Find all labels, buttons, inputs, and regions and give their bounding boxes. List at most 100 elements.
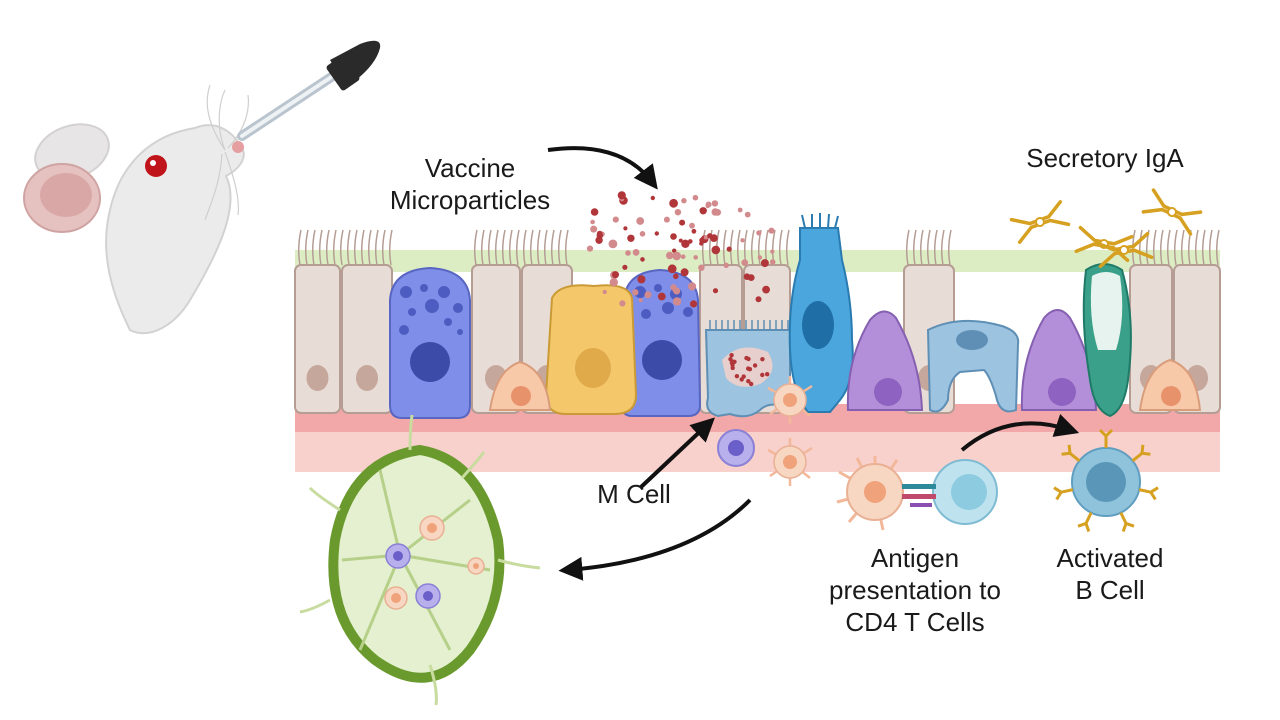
- macrophage-icon: [415, 583, 441, 609]
- microparticle: [623, 226, 628, 231]
- arrow-to-b-cell: [960, 414, 1080, 452]
- antibody-icon: [1009, 200, 1071, 244]
- goblet-cell: [620, 268, 702, 417]
- microparticle: [650, 195, 655, 201]
- macrophage-icon: [385, 543, 411, 569]
- microparticle: [707, 233, 713, 239]
- microparticle: [640, 257, 645, 262]
- microparticle: [705, 203, 710, 209]
- microparticle: [681, 239, 690, 248]
- secretory-iga-antibodies: [1009, 188, 1203, 269]
- microparticle: [672, 286, 679, 294]
- microparticle: [638, 298, 643, 303]
- microparticle: [672, 297, 682, 306]
- microparticle: [590, 225, 598, 233]
- microparticle: [698, 264, 705, 271]
- dendritic-cell-icon: [419, 515, 445, 541]
- microparticle: [596, 230, 603, 237]
- microparticle: [691, 228, 697, 234]
- microparticle: [689, 222, 695, 229]
- microparticle: [747, 274, 755, 281]
- microparticle: [670, 233, 677, 240]
- microparticle: [654, 231, 659, 236]
- microparticle: [609, 278, 618, 287]
- m-cell-label: M Cell: [597, 479, 671, 509]
- microparticle: [666, 251, 674, 260]
- transcytosis-cell: [1082, 263, 1132, 418]
- microparticle: [744, 211, 751, 218]
- macrophage-icon: [717, 429, 755, 467]
- microparticle: [608, 239, 618, 249]
- microparticle: [755, 296, 762, 303]
- enteroendocrine-cell: [846, 310, 924, 411]
- microparticle: [711, 200, 719, 207]
- microparticle: [756, 230, 762, 236]
- dendritic-cell-icon: [767, 376, 813, 424]
- microparticle: [667, 264, 677, 274]
- dropper-icon: [237, 40, 381, 141]
- enterocyte: [294, 264, 341, 414]
- nucleus: [356, 365, 378, 391]
- dendritic-cell-icon: [384, 586, 408, 610]
- microparticle: [617, 191, 626, 200]
- vaccine-microparticles-label: Vaccine Microparticles: [389, 153, 551, 215]
- microparticle: [637, 275, 646, 284]
- microparticle: [612, 271, 619, 279]
- microparticle: [639, 231, 646, 237]
- arrow-particles-to-epithelium: [547, 146, 658, 190]
- dendritic-cell-icon: [767, 438, 813, 486]
- goblet-cell: [389, 266, 471, 419]
- microparticle: [644, 291, 652, 299]
- microparticle: [590, 208, 599, 216]
- microparticle: [680, 254, 686, 259]
- microparticle: [737, 207, 743, 213]
- antigen-presentation-label: Antigen presentation to CD4 T Cells: [828, 543, 1001, 637]
- microparticle: [711, 208, 719, 216]
- t-cell-icon: [932, 459, 998, 525]
- activated-b-cell-label: Activated B Cell: [1056, 543, 1164, 605]
- mouse-icon: [23, 84, 250, 335]
- microparticle: [602, 289, 607, 295]
- microparticle: [726, 246, 732, 252]
- microparticle: [681, 198, 687, 204]
- microparticle: [741, 259, 749, 266]
- microparticle: [688, 282, 697, 291]
- microparticle: [627, 234, 635, 242]
- microparticle: [692, 194, 699, 201]
- antibody-icon: [1141, 188, 1203, 236]
- microparticle: [757, 255, 763, 260]
- nucleus: [306, 365, 329, 391]
- microparticle: [699, 207, 707, 215]
- microparticle: [632, 289, 639, 296]
- microparticle: [770, 249, 775, 254]
- microparticle: [625, 250, 631, 256]
- microparticle: [636, 217, 645, 225]
- microparticle: [672, 248, 677, 253]
- microparticle: [690, 300, 698, 308]
- microparticle: [680, 268, 689, 277]
- microparticle: [622, 264, 628, 270]
- microparticle: [769, 259, 776, 265]
- mhc-tcr-complex: [902, 484, 936, 507]
- microparticle: [674, 209, 682, 216]
- paneth-cell: [544, 284, 638, 415]
- microparticle: [632, 249, 640, 256]
- microparticle: [693, 255, 698, 260]
- microparticle: [619, 300, 626, 307]
- microparticle: [760, 259, 769, 268]
- microparticle: [586, 245, 594, 252]
- microparticle: [723, 262, 729, 268]
- antibody-icon: [1094, 231, 1154, 269]
- microparticle: [711, 245, 721, 255]
- stem-cell: [1138, 358, 1202, 411]
- secretory-iga-label: Secretory IgA: [1026, 143, 1184, 173]
- microparticle: [590, 219, 595, 225]
- arrow-to-m-cell: [638, 417, 715, 490]
- microparticle: [657, 292, 666, 301]
- dendritic-cell-icon: [836, 456, 904, 531]
- stem-cell: [488, 360, 552, 411]
- dendritic-cell-icon: [467, 557, 485, 575]
- microparticle: [612, 216, 619, 223]
- microparticle: [740, 238, 745, 243]
